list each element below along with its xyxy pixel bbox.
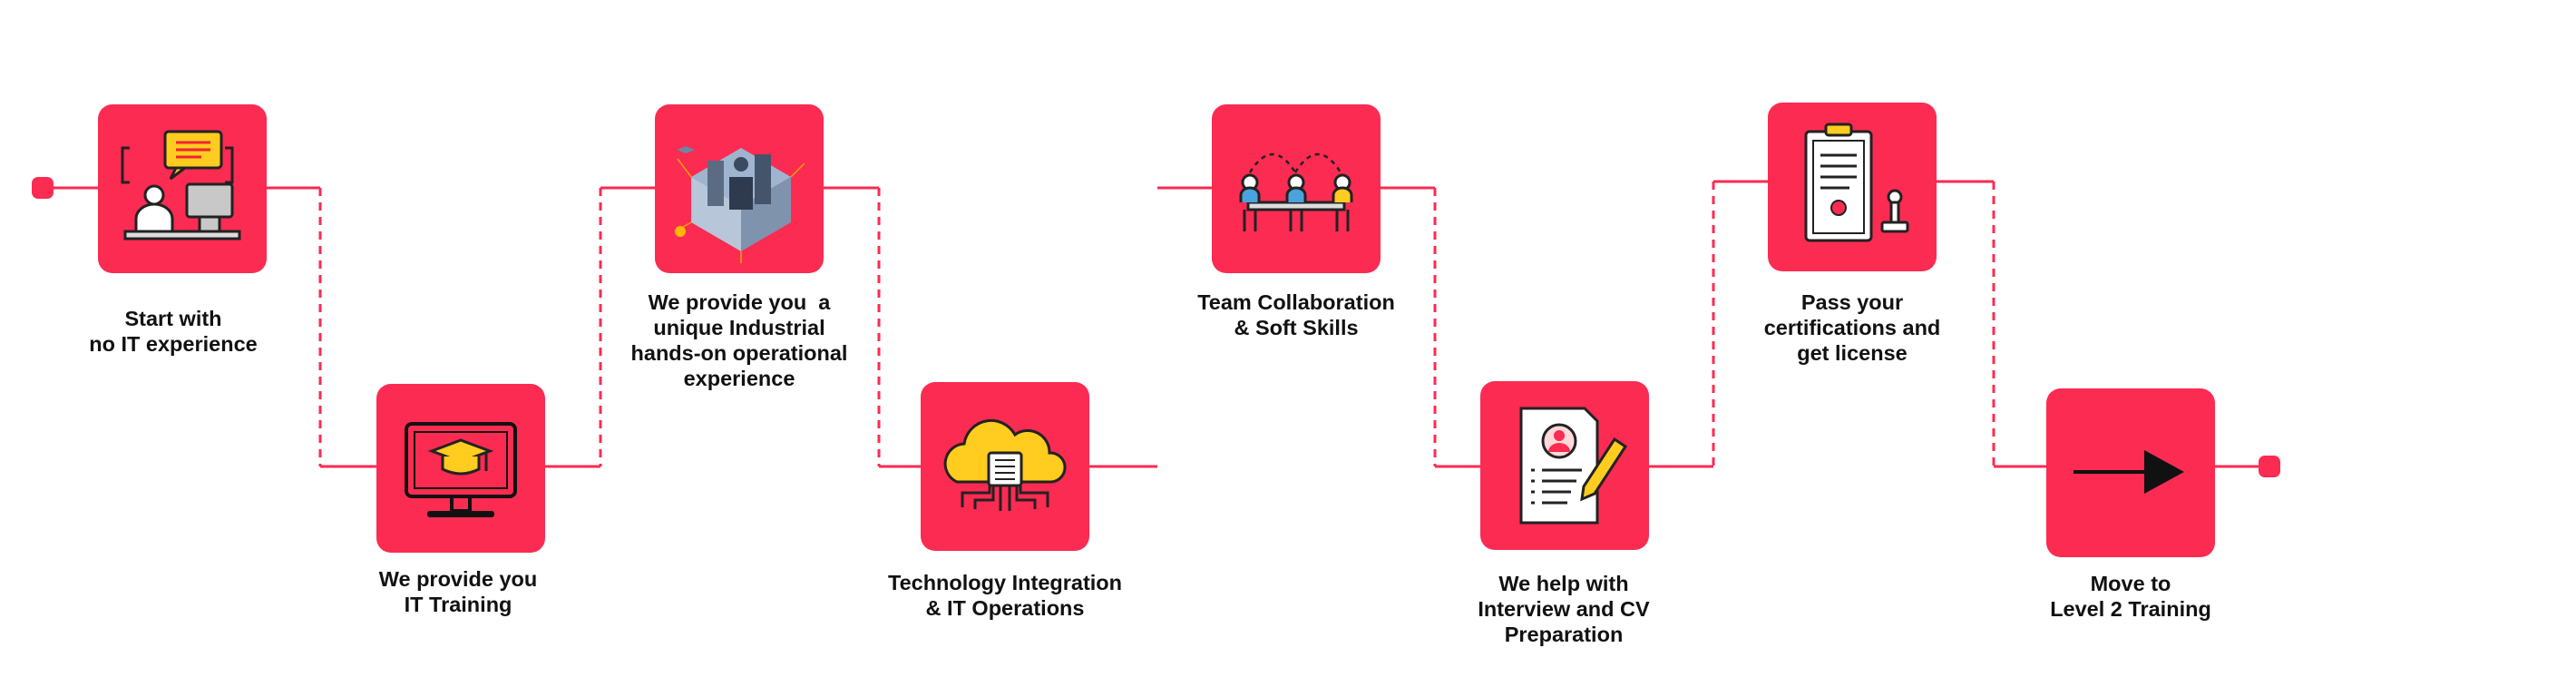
step-interview-line-3: Preparation xyxy=(1504,623,1624,646)
step-industrial-label: We provide you a unique Industrial hands… xyxy=(585,290,893,391)
step-interview-line-1: We help with xyxy=(1498,572,1629,595)
step-industrial-line-4: experience xyxy=(683,367,795,390)
step-industrial-line-1: We provide you a xyxy=(648,290,831,314)
graduation-monitor-icon xyxy=(405,422,517,517)
step-team-line-1: Team Collaboration xyxy=(1197,290,1395,314)
cloud-chip-icon xyxy=(943,418,1067,511)
resume-pen-icon xyxy=(1519,407,1628,525)
step-start-tile xyxy=(98,104,267,273)
end-dot xyxy=(2259,456,2280,477)
step-level2-label: Move to Level 2 Training xyxy=(1976,571,2285,622)
step-team-line-2: & Soft Skills xyxy=(1234,316,1359,339)
server-room-isometric-icon xyxy=(674,146,805,263)
step-industrial-line-2: unique Industrial xyxy=(653,316,825,339)
step-interview-tile xyxy=(1480,381,1649,550)
remote-worker-chat-icon xyxy=(121,130,241,240)
step-certification-tile xyxy=(1768,103,1937,271)
step-tech-integration-tile xyxy=(921,382,1089,551)
step-it-training-label: We provide you IT Training xyxy=(304,566,612,617)
step-start-line-2: no IT experience xyxy=(89,332,258,356)
team-meeting-icon xyxy=(1239,152,1353,231)
step-level2-line-2: Level 2 Training xyxy=(2050,597,2211,621)
step-tech-integration-line-1: Technology Integration xyxy=(887,571,1123,594)
arrow-right-icon xyxy=(2073,450,2184,494)
step-it-training-line-2: IT Training xyxy=(404,593,512,616)
step-certification-label: Pass your certifications and get license xyxy=(1698,290,2006,366)
certificate-stamp-icon xyxy=(1804,123,1909,242)
step-certification-line-1: Pass your xyxy=(1800,290,1904,314)
step-industrial-tile xyxy=(655,104,824,273)
step-certification-line-2: certifications and xyxy=(1763,316,1941,339)
step-start-label: Start with no IT experience xyxy=(19,306,327,357)
step-it-training-tile xyxy=(376,384,545,553)
step-interview-label: We help with Interview and CV Preparatio… xyxy=(1410,571,1718,647)
step-interview-line-2: Interview and CV xyxy=(1478,597,1650,621)
step-tech-integration-label: Technology Integration & IT Operations xyxy=(851,570,1159,621)
step-team-label: Team Collaboration & Soft Skills xyxy=(1142,290,1450,340)
step-it-training-line-1: We provide you xyxy=(378,567,538,591)
step-start-line-1: Start with xyxy=(124,307,222,330)
step-level2-tile xyxy=(2046,388,2215,557)
step-team-tile xyxy=(1212,104,1381,273)
step-industrial-line-3: hands-on operational xyxy=(630,341,848,365)
step-certification-line-3: get license xyxy=(1797,341,1908,365)
step-level2-line-1: Move to xyxy=(2090,572,2171,595)
start-dot xyxy=(32,177,54,199)
step-tech-integration-line-2: & IT Operations xyxy=(925,596,1085,620)
